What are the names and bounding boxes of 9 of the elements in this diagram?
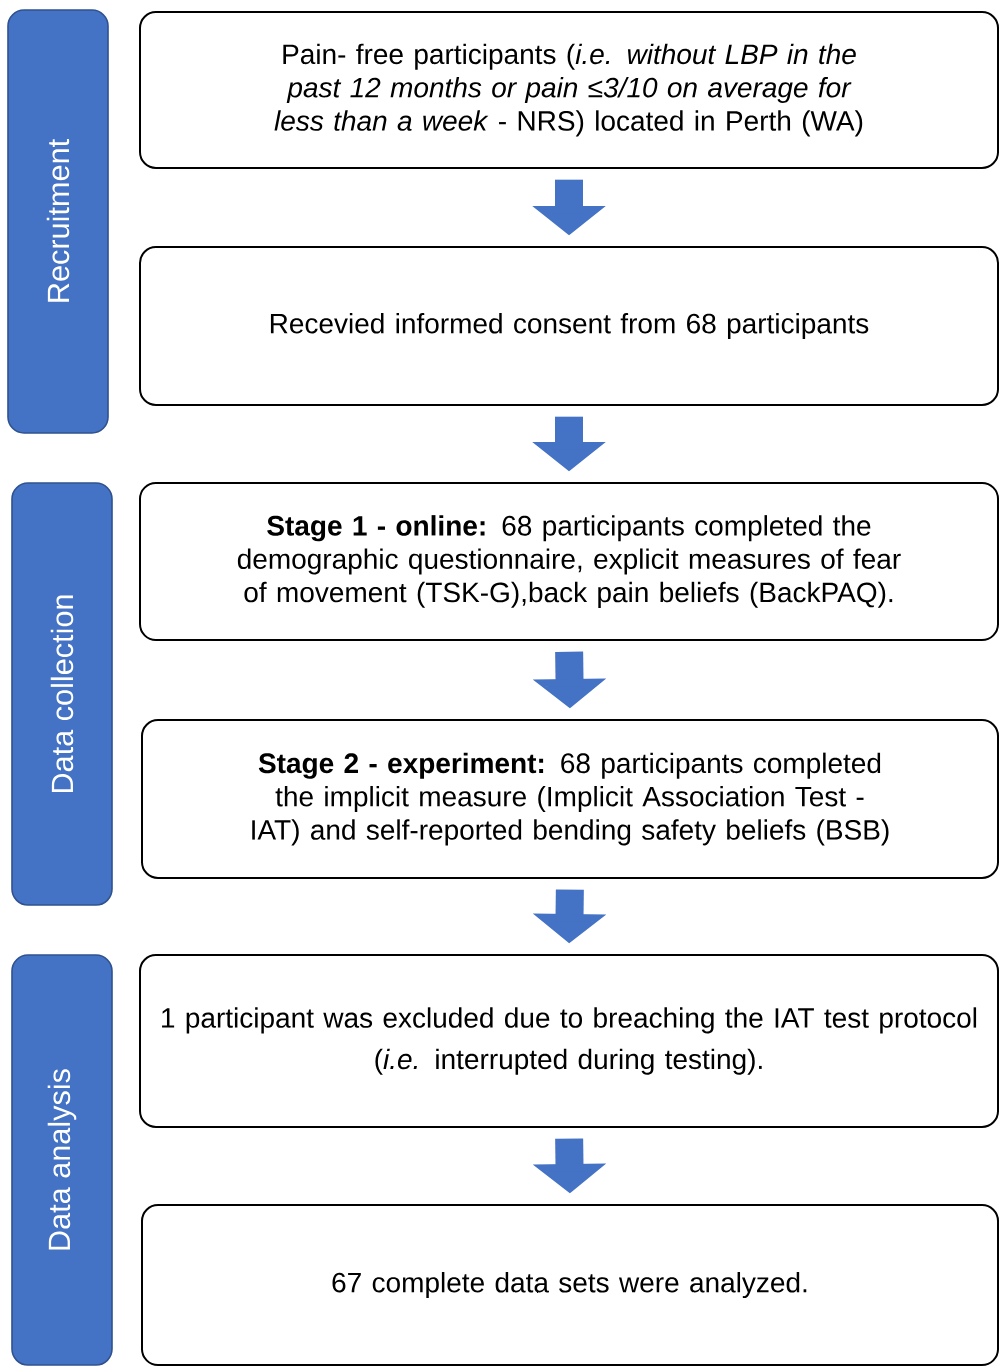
process-box: 1 participant was excluded due to breaching the IAT test protocol (i.e. interrupted during testing). xyxy=(139,954,999,1128)
process-box: Stage 2 - experiment: 68 participants completed the implicit measure (Implicit Association Test - IAT) and self-reported bending safety beliefs (BSB) xyxy=(141,719,999,879)
phase-band: Data analysis xyxy=(11,954,113,1366)
process-box: 67 complete data sets were analyzed. xyxy=(141,1204,999,1366)
process-box: Stage 1 - online: 68 participants completed the demographic questionnaire, explicit measures of fear of movement (TSK-G),back pain beliefs (BackPAQ). xyxy=(139,482,999,642)
phase-band: Data collection xyxy=(11,482,113,906)
process-box: Recevied informed consent from 68 participants xyxy=(139,246,999,406)
phase-band: Recruitment xyxy=(7,9,109,434)
process-box: Pain- free participants (i.e. without LBP in the past 12 months or pain ≤3/10 on average for less than a week - NRS) located in Perth (WA) xyxy=(139,11,999,169)
